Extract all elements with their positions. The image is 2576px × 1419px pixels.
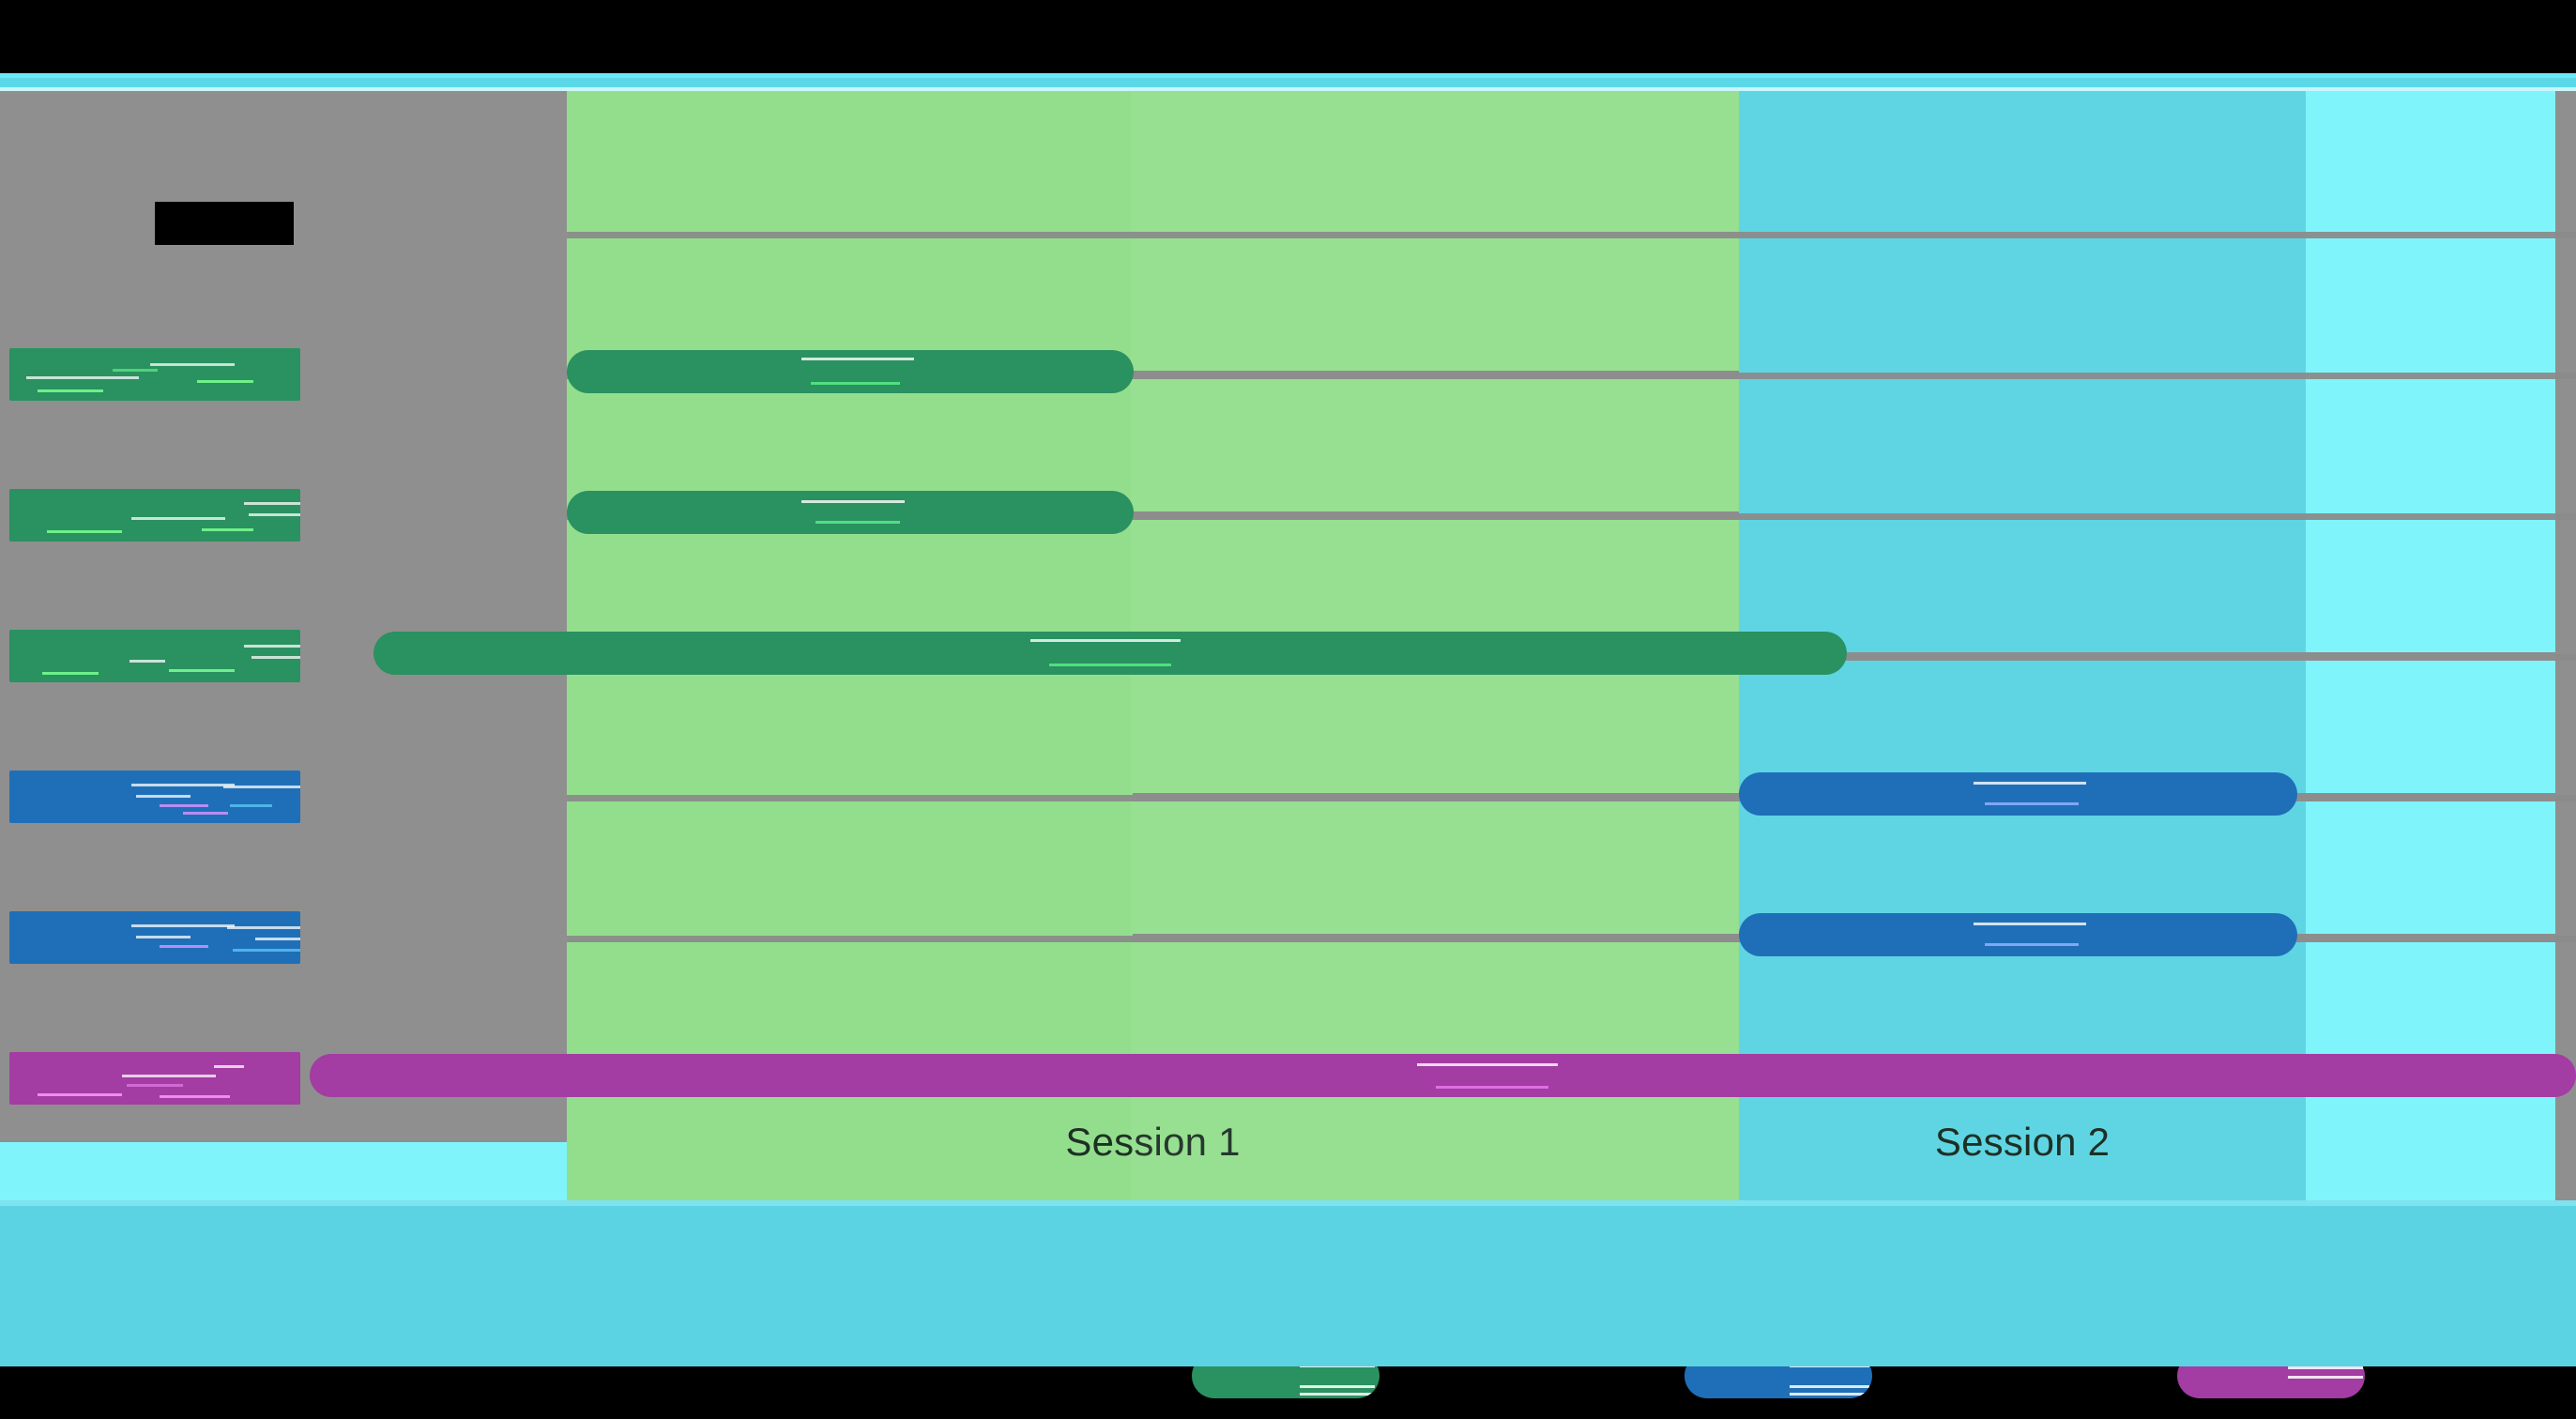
legend-swatch-group-c: [2177, 1366, 2365, 1398]
row-label-dataseta2[interactable]: [9, 489, 300, 542]
chart-plot-area[interactable]: Session 1 Session 2: [0, 91, 2576, 1200]
footer-panel: [0, 1200, 2576, 1366]
row-label-dataseta1[interactable]: [9, 348, 300, 401]
gutter-footer-fill: [0, 1142, 567, 1200]
legend[interactable]: [0, 1366, 2576, 1419]
row-label-dataseta3[interactable]: [9, 630, 300, 682]
connector-row-2: [1133, 511, 1739, 520]
connector-row-5a: [1133, 934, 1739, 942]
session-band-3: [2306, 91, 2555, 1200]
legend-swatch-group-a: [1192, 1366, 1379, 1398]
connector-row-5b: [2297, 934, 2555, 942]
bar-datasetc1[interactable]: [310, 1054, 2576, 1097]
connector-row-3: [1847, 652, 2555, 661]
rail-lowlight: [0, 87, 2576, 91]
bar-dataseta2[interactable]: [567, 491, 1134, 534]
rail-highlight: [0, 73, 2576, 78]
footer-highlight: [0, 1200, 2576, 1206]
row-label-datasetc1[interactable]: [9, 1052, 300, 1105]
connector-row-4a: [1133, 793, 1739, 801]
label-gutter: [0, 91, 567, 1142]
bar-dataseta3[interactable]: [373, 632, 1847, 675]
connector-row-1: [1133, 371, 1739, 379]
bar-datasetb2[interactable]: [1739, 913, 2297, 956]
bar-datasetb1[interactable]: [1739, 772, 2297, 816]
row-label-datasetb2[interactable]: [9, 911, 300, 964]
session-2-label: Session 2: [1934, 1120, 2111, 1164]
session-1-label: Session 1: [1065, 1120, 1241, 1164]
top-black-chrome: [0, 0, 2576, 73]
gridline-0: [567, 232, 2576, 238]
row-label-datasetb1[interactable]: [9, 771, 300, 823]
page-title: [155, 202, 294, 245]
connector-row-4b: [2297, 793, 2555, 801]
legend-swatch-group-b: [1684, 1366, 1872, 1398]
bar-dataseta1[interactable]: [567, 350, 1134, 393]
